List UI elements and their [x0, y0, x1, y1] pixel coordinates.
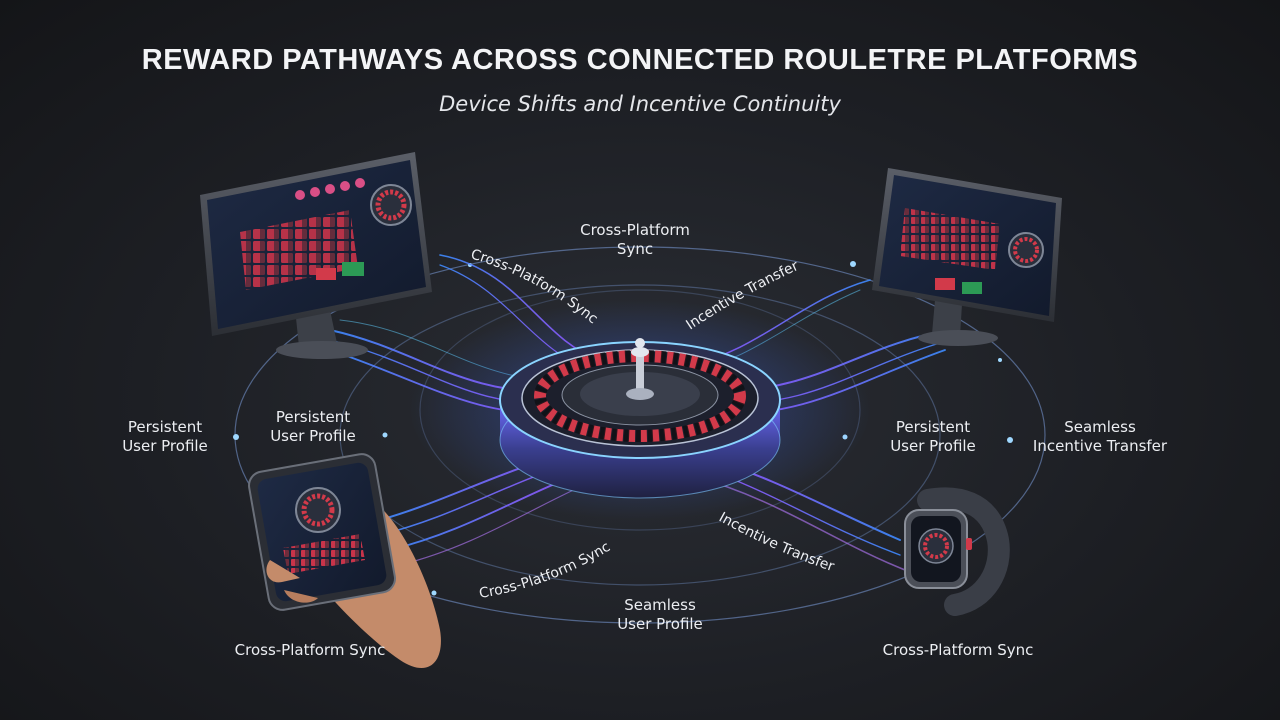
- page-subtitle: Device Shifts and Incentive Continuity: [439, 92, 841, 116]
- smartphone-in-hand-icon: [248, 453, 441, 669]
- smartwatch-icon: [904, 487, 1010, 616]
- label-cross-platform-sync-bottom-right: Cross-Platform Sync: [882, 641, 1034, 659]
- page-title: REWARD PATHWAYS ACROSS CONNECTED ROULETR…: [141, 44, 1139, 76]
- tablet-monitor-icon: [872, 168, 1062, 346]
- curved-label-sync-bottom-left: Cross-Platform Sync: [478, 539, 613, 602]
- desktop-monitor-icon: [200, 152, 432, 359]
- label-cross-platform-sync-bottom-left: Cross-Platform Sync: [234, 641, 386, 659]
- roulette-wheel-icon: [410, 300, 870, 520]
